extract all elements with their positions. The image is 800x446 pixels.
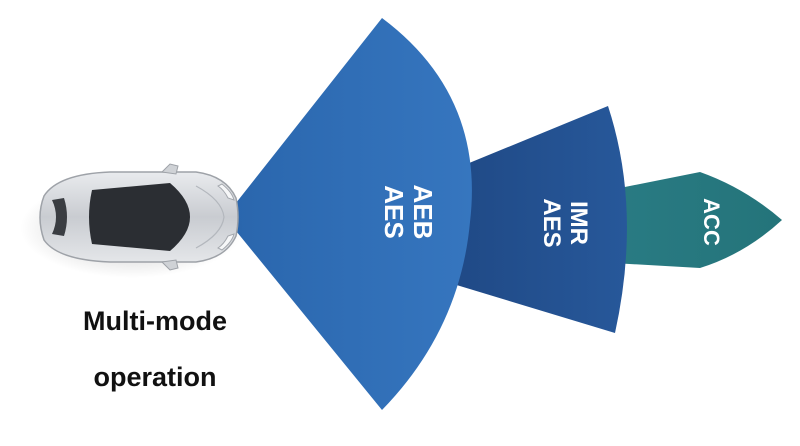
zone-near-line-2: AES [379,185,409,238]
zone-mid-shape [440,106,627,333]
zone-near-label: AEB AES [379,185,438,240]
zone-near-shape [232,18,472,410]
car-icon [39,163,239,271]
zone-mid-line-1: IMR [565,201,592,245]
zone-mid-label: IMR AES [538,198,592,247]
zone-near-line-1: AEB [408,185,438,240]
caption-line-2: operation [93,362,217,392]
zone-far-line-1: ACC [699,198,724,246]
caption-line-1: Multi-mode [83,306,227,336]
zone-mid-line-2: AES [538,198,565,247]
zone-far-label: ACC [699,198,724,246]
